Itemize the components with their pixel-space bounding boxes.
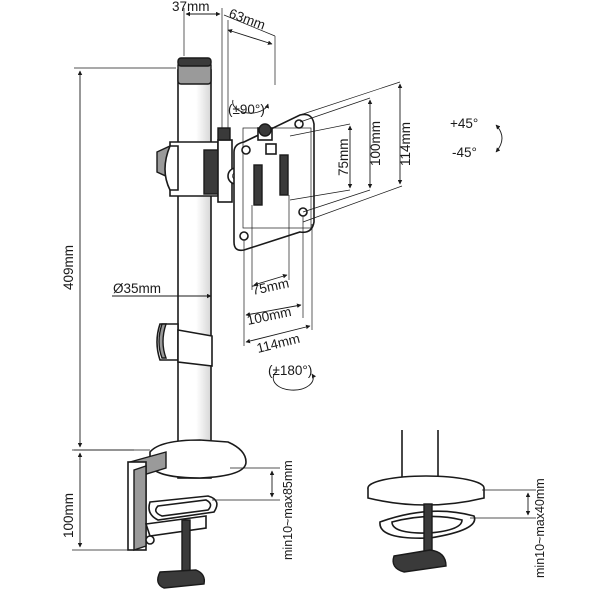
rotation-180-indicator <box>272 371 317 391</box>
main-pole <box>177 57 212 479</box>
clamp-height-label: 100mm <box>61 493 76 538</box>
desk-clamp <box>127 439 247 589</box>
pole-diameter-label: Ø35mm <box>113 281 161 296</box>
cable-clip <box>156 323 213 367</box>
height-409-label: 409mm <box>61 245 76 290</box>
vesa-plate <box>233 113 315 252</box>
vesa-vertical-dimensions <box>289 81 403 223</box>
vesa-v75-label: 75mm <box>336 138 351 176</box>
rotation-180-label: (±180°) <box>268 363 312 378</box>
vesa-horizontal-dimensions <box>243 195 313 346</box>
vesa-h75-label: 75mm <box>251 275 291 297</box>
tilt-up-label: +45° <box>450 116 478 131</box>
grommet-range-label: min10~max40mm <box>533 478 547 578</box>
vesa-v100-label: 100mm <box>368 121 383 166</box>
grommet-range-dimension <box>470 489 536 519</box>
grommet-mount <box>367 430 485 573</box>
top-offset-label: 37mm <box>172 0 210 14</box>
rotation-90-label: (±90°) <box>228 102 265 117</box>
tilt-indicator <box>495 124 503 153</box>
vesa-v114-label: 114mm <box>398 122 413 166</box>
arm-offset-label: 63mm <box>227 6 267 33</box>
vesa-h100-label: 100mm <box>246 304 293 328</box>
clamp-height-dimension <box>72 449 134 551</box>
clamp-range-dimension <box>212 467 280 501</box>
clamp-range-label: min10~max85mm <box>281 460 295 560</box>
pole-cap-top <box>177 57 212 67</box>
rotation-90-indicator <box>232 99 270 114</box>
tilt-down-label: -45° <box>452 145 477 160</box>
vesa-h114-label: 114mm <box>255 331 301 356</box>
height-409-dimension <box>74 67 176 451</box>
top-dimensions <box>183 8 276 132</box>
